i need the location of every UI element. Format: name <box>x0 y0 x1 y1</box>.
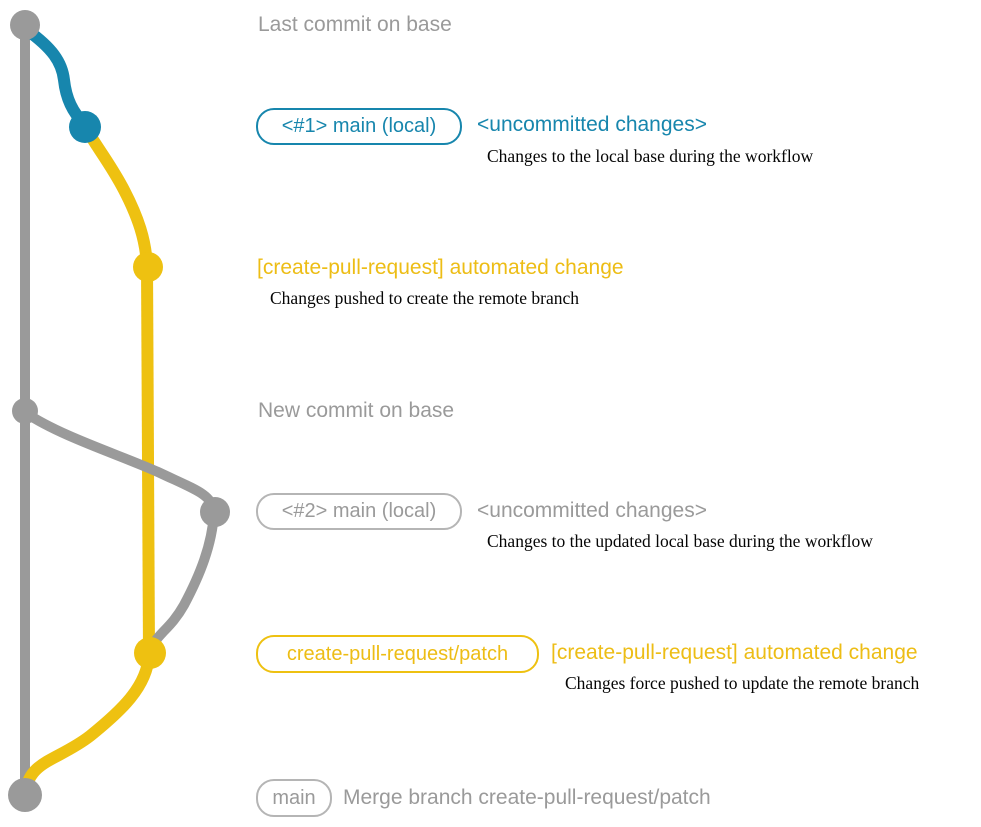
main-local-2-badge: <#2> main (local) <box>256 493 462 530</box>
main-local-1-branch-curve <box>21 24 92 132</box>
uncommitted-changes-2-title: <uncommitted changes> <box>477 499 707 522</box>
main-local-2-node <box>200 497 230 527</box>
uncommitted-changes-1-title: <uncommitted changes> <box>477 113 707 136</box>
base-last-commit-node <box>10 10 40 40</box>
automated-change-2-title: [create-pull-request] automated change <box>551 641 918 664</box>
patch-branch-vertical <box>141 264 155 656</box>
automated-change-1-title: [create-pull-request] automated change <box>257 256 624 279</box>
uncommitted-changes-1-desc: Changes to the local base during the wor… <box>487 146 814 166</box>
automated-change-1-desc: Changes pushed to create the remote bran… <box>270 288 580 308</box>
main-local-1-node <box>69 111 101 143</box>
patch-branch-lower-curve <box>20 649 155 797</box>
new-commit-on-base-label: New commit on base <box>258 399 455 422</box>
patch-commit-2-node <box>134 637 166 669</box>
merge-commit-node <box>8 778 42 812</box>
automated-change-2-desc: Changes force pushed to update the remot… <box>565 673 920 693</box>
main-local-2-to-patch-curve <box>146 508 219 655</box>
patch-branch-upper-curve <box>80 122 153 273</box>
uncommitted-changes-2-desc: Changes to the updated local base during… <box>487 531 873 551</box>
base-new-commit-node <box>12 398 38 424</box>
create-pull-request-patch-badge: create-pull-request/patch <box>256 635 539 673</box>
main-badge: main <box>256 779 332 817</box>
patch-commit-1-node <box>133 252 163 282</box>
last-commit-on-base-label: Last commit on base <box>258 13 452 36</box>
merge-branch-title: Merge branch create-pull-request/patch <box>343 786 711 809</box>
base-to-main-local-2-curve <box>21 408 219 516</box>
main-local-1-badge: <#1> main (local) <box>256 108 462 145</box>
